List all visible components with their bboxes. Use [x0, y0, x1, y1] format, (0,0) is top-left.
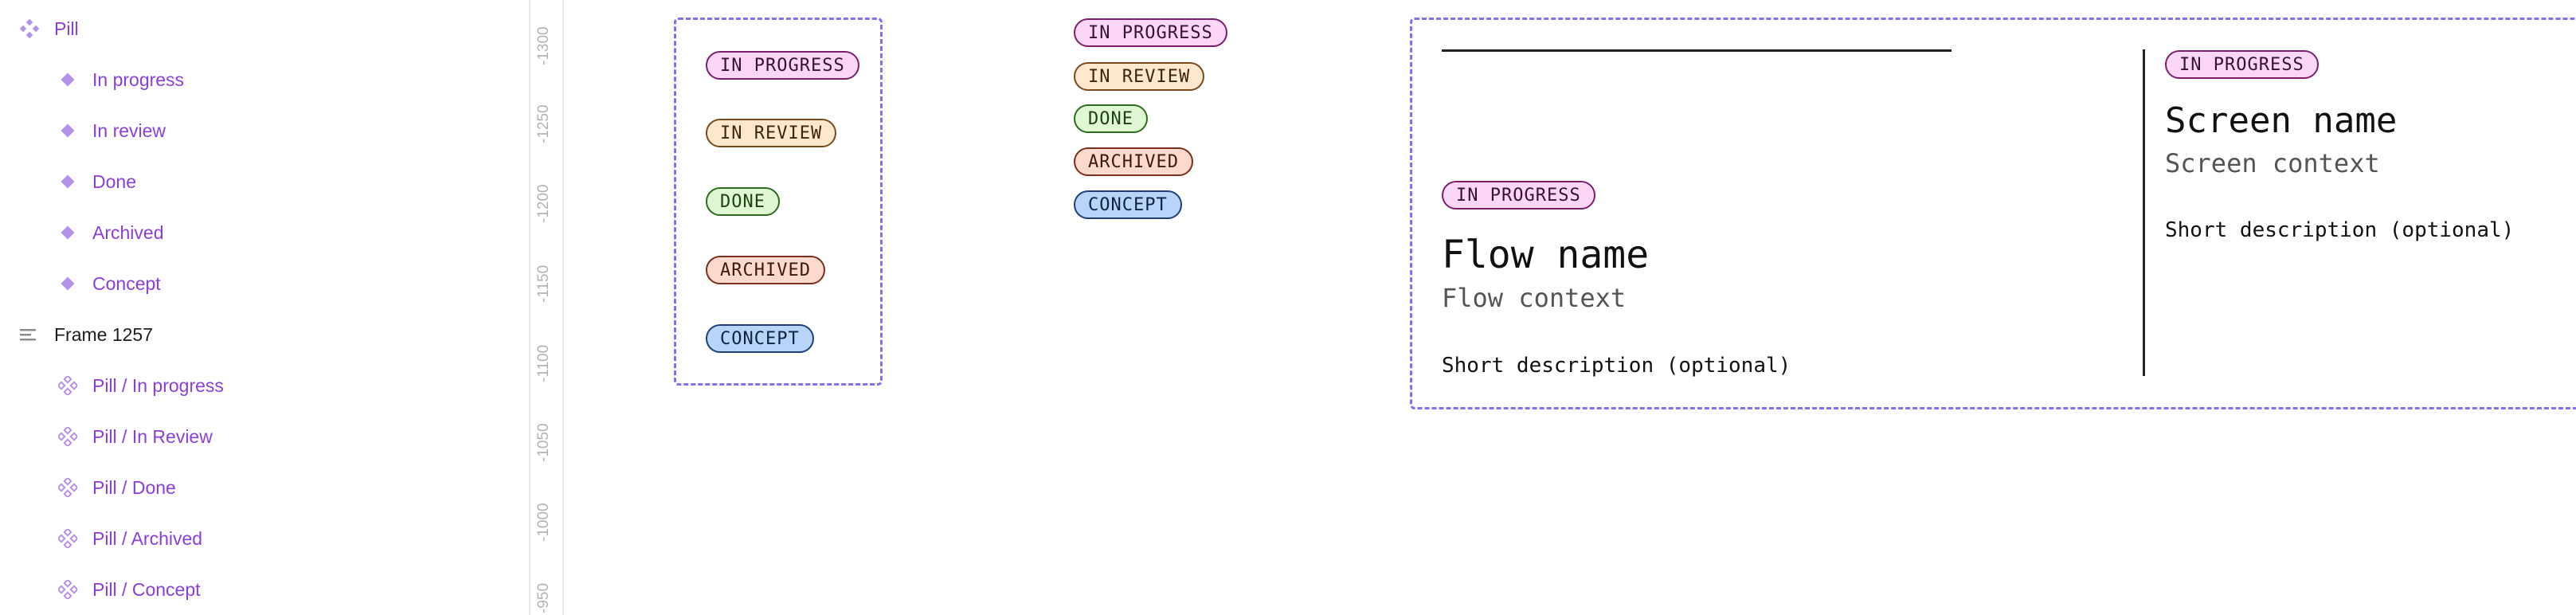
- variant-diamond-icon: [56, 221, 80, 245]
- layer-variant-archived[interactable]: Archived: [0, 209, 529, 257]
- variant-diamond-icon: [56, 170, 80, 194]
- frame-lines-icon: [16, 323, 40, 347]
- layer-label: Pill / Done: [92, 476, 176, 498]
- layers-panel: Pill In progress In review Done Archived…: [0, 0, 529, 615]
- ruler-tick-label: -1150: [535, 264, 552, 303]
- pill-archived[interactable]: ARCHIVED: [706, 256, 825, 284]
- layer-label: Pill / In Review: [92, 425, 213, 447]
- flow-card-frame[interactable]: [1410, 18, 2576, 409]
- layer-instance-archived[interactable]: Pill / Archived: [0, 515, 529, 562]
- pill-instance-in-review[interactable]: IN REVIEW: [1074, 62, 1205, 91]
- flow-title: Flow name: [1442, 233, 1650, 277]
- variant-diamond-icon: [56, 119, 80, 143]
- layer-label: Frame 1257: [54, 323, 154, 345]
- layer-label: Pill / Concept: [92, 578, 201, 600]
- screen-card-divider: [2143, 49, 2145, 376]
- instance-icon: [56, 476, 80, 499]
- component-set-icon: [18, 17, 41, 41]
- ruler-tick-label: -950: [535, 582, 552, 613]
- layer-label: Pill: [54, 18, 79, 39]
- pill-done[interactable]: DONE: [706, 187, 780, 216]
- screen-title: Screen name: [2165, 100, 2398, 141]
- panel-divider[interactable]: [529, 0, 530, 615]
- layer-variant-in-progress[interactable]: In progress: [0, 56, 529, 104]
- flow-card-top-rule: [1442, 49, 1952, 52]
- variant-diamond-icon: [56, 68, 80, 92]
- pill-instance-concept[interactable]: CONCEPT: [1074, 190, 1182, 219]
- layer-label: Archived: [92, 221, 164, 243]
- layer-instance-done[interactable]: Pill / Done: [0, 464, 529, 511]
- instance-icon: [56, 425, 80, 449]
- pill-in-progress[interactable]: IN PROGRESS: [706, 51, 859, 80]
- design-canvas[interactable]: IN PROGRESS IN REVIEW DONE ARCHIVED CONC…: [564, 0, 2576, 615]
- instance-icon: [56, 374, 80, 398]
- layer-variant-concept[interactable]: Concept: [0, 260, 529, 308]
- layer-label: In progress: [92, 69, 185, 90]
- pill-concept[interactable]: CONCEPT: [706, 324, 814, 353]
- layer-instance-in-review[interactable]: Pill / In Review: [0, 413, 529, 460]
- layer-label: Done: [92, 170, 136, 192]
- layer-instance-in-progress[interactable]: Pill / In progress: [0, 362, 529, 409]
- screen-description: Short description (optional): [2165, 218, 2515, 242]
- layer-frame-1257[interactable]: Frame 1257: [0, 311, 529, 358]
- ruler-tick-label: -1250: [535, 104, 552, 143]
- pill-instance-archived[interactable]: ARCHIVED: [1074, 147, 1193, 176]
- pill-in-review[interactable]: IN REVIEW: [706, 119, 837, 147]
- pill-component-set-frame[interactable]: [674, 18, 883, 386]
- layer-pill-component-set[interactable]: Pill: [0, 5, 529, 53]
- pill-instance-in-progress[interactable]: IN PROGRESS: [1074, 18, 1227, 47]
- layer-label: Pill / In progress: [92, 374, 224, 396]
- instance-icon: [56, 578, 80, 601]
- flow-status-pill[interactable]: IN PROGRESS: [1442, 181, 1595, 210]
- layer-label: Concept: [92, 272, 161, 294]
- vertical-ruler[interactable]: -1300 -1250 -1200 -1150 -1100 -1050 -100…: [530, 0, 564, 615]
- screen-status-pill[interactable]: IN PROGRESS: [2165, 50, 2319, 79]
- layer-label: Pill / Archived: [92, 527, 203, 549]
- ruler-tick-label: -1200: [535, 184, 552, 223]
- ruler-tick-label: -1050: [535, 423, 552, 462]
- flow-description: Short description (optional): [1442, 354, 1791, 378]
- layer-instance-concept[interactable]: Pill / Concept: [0, 566, 529, 613]
- screen-context: Screen context: [2165, 148, 2380, 178]
- flow-context: Flow context: [1442, 283, 1627, 313]
- ruler-tick-label: -1100: [535, 344, 552, 382]
- ruler-tick-label: -1300: [535, 26, 552, 65]
- pill-instance-done[interactable]: DONE: [1074, 104, 1148, 133]
- layer-label: In review: [92, 119, 166, 141]
- instance-icon: [56, 527, 80, 550]
- layer-variant-in-review[interactable]: In review: [0, 107, 529, 155]
- variant-diamond-icon: [56, 272, 80, 296]
- layer-variant-done[interactable]: Done: [0, 158, 529, 206]
- ruler-tick-label: -1000: [535, 503, 552, 542]
